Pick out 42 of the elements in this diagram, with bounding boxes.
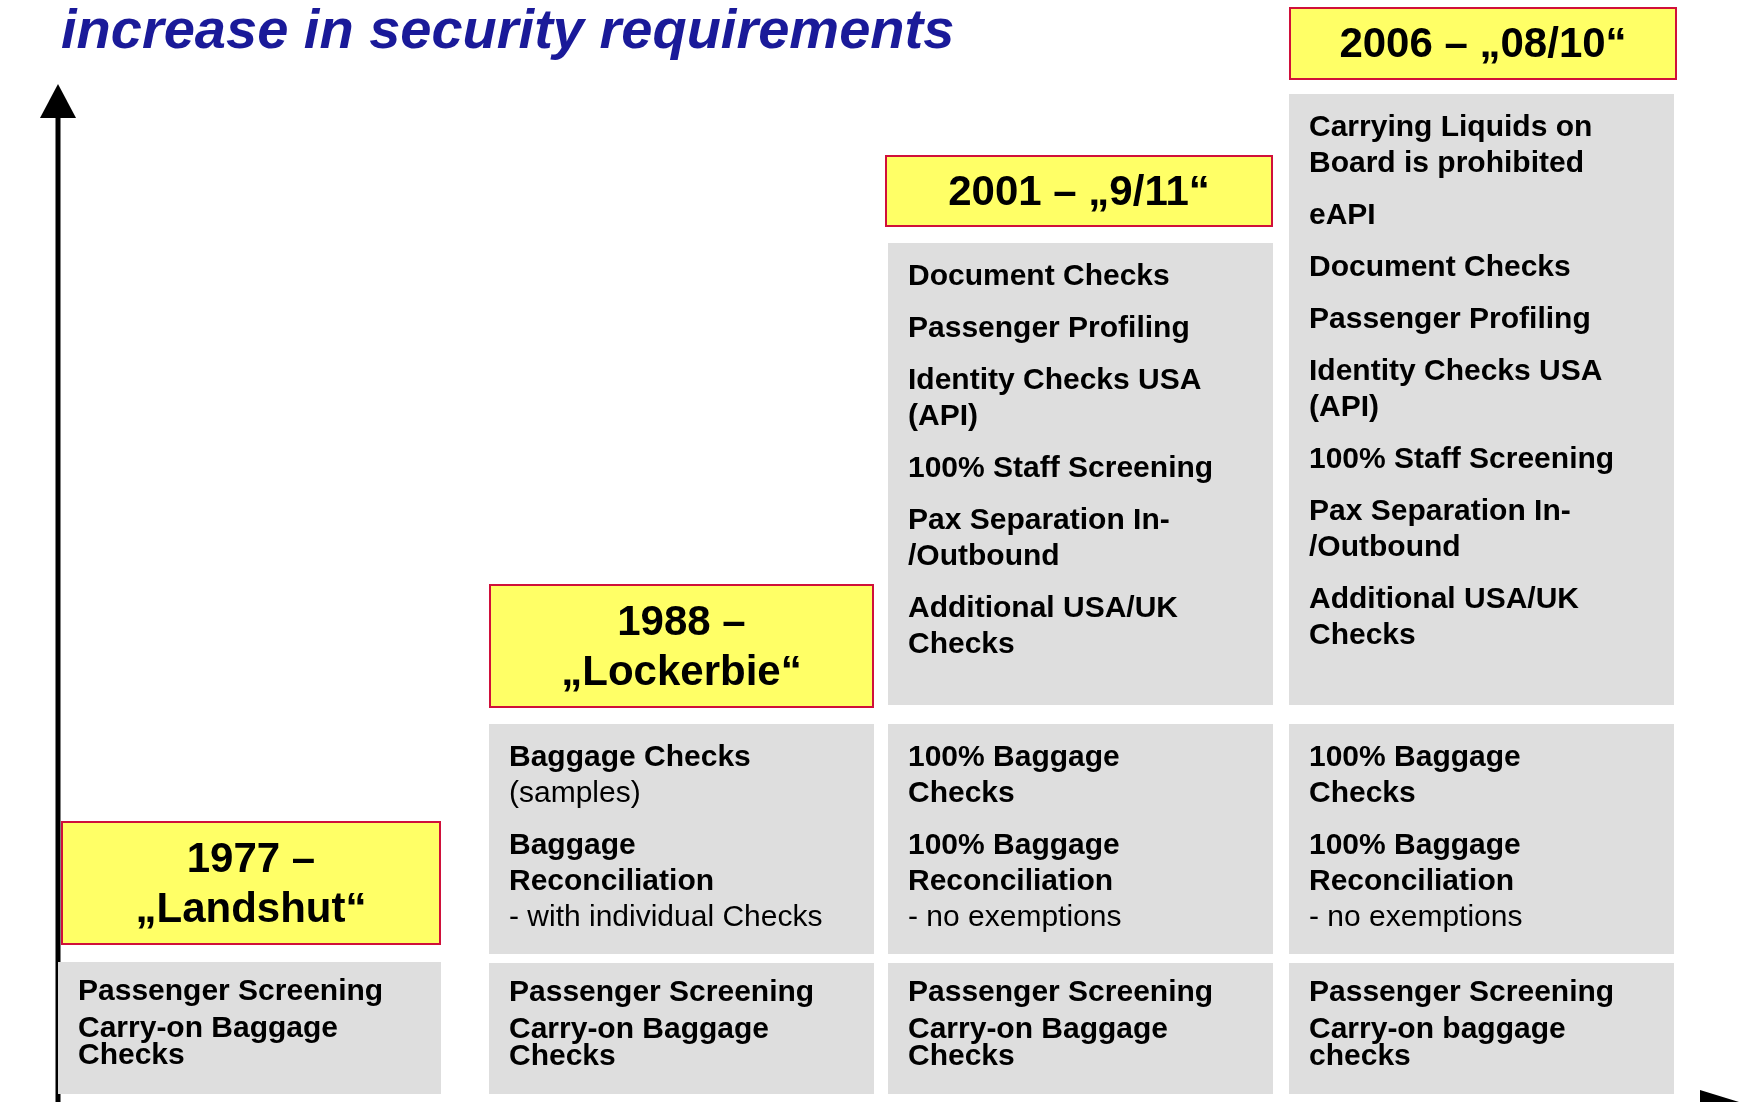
baggage-requirements-box [489, 724, 874, 954]
event-year-label: 2006 – „08/10“ [1339, 18, 1627, 69]
requirement-text: Passenger Profiling [908, 309, 1191, 345]
event-year-box [489, 584, 874, 708]
requirement-text: Carry-on baggage checks [1309, 1014, 1567, 1068]
requirement-text: Carrying Liquids on Board is prohibited [1309, 108, 1594, 180]
requirement-text: Carry-on Baggage Checks [509, 1014, 771, 1068]
requirement-text: 100% Baggage Checks [908, 738, 1121, 810]
requirement-text: Identity Checks USA (API) [1309, 352, 1603, 424]
screening-requirements-box [888, 963, 1273, 1094]
requirement-text: 100% Staff Screening [908, 449, 1215, 485]
event-year-label: 2001 – „9/11“ [948, 165, 1210, 216]
event-year-box [61, 821, 441, 945]
requirement-text: Baggage Checks (samples) [509, 738, 752, 810]
screening-requirements-box [489, 963, 874, 1094]
requirement-text: Pax Separation In- /Outbound [908, 501, 1171, 573]
requirement-text: Carry-on Baggage Checks [78, 1013, 340, 1067]
event-year-label: 1977 – „Landshut“ [134, 832, 368, 933]
requirement-text: Document Checks [1309, 248, 1572, 284]
event-year-box [1289, 7, 1677, 80]
screening-requirements-box [1289, 963, 1674, 1094]
requirement-text: Carry-on Baggage Checks [908, 1014, 1170, 1068]
event-year-box [885, 155, 1273, 227]
requirement-text: 100% Baggage Reconciliation - no exemptions [1309, 826, 1524, 934]
requirements-box [888, 243, 1273, 705]
requirement-text: Additional USA/UK Checks [908, 589, 1179, 661]
requirement-text: Baggage Reconciliation - with individual Checks [509, 826, 824, 934]
requirement-text: eAPI [1309, 196, 1377, 232]
requirement-text: Pax Separation In- /Outbound [1309, 492, 1572, 564]
event-year-label: 1988 – „Lockerbie“ [560, 595, 803, 696]
requirement-text: Document Checks [908, 257, 1171, 293]
requirements-box [1289, 94, 1674, 705]
title: increase in security requirements [61, 0, 955, 61]
baggage-requirements-box [1289, 724, 1674, 954]
requirement-text: Identity Checks USA (API) [908, 361, 1202, 433]
requirement-text: 100% Staff Screening [1309, 440, 1616, 476]
requirement-text: 100% Baggage Reconciliation - no exemptions [908, 826, 1123, 934]
baggage-requirements-box [888, 724, 1273, 954]
requirement-text: 100% Baggage Checks [1309, 738, 1522, 810]
screening-requirements-box [58, 962, 441, 1094]
requirement-text: Passenger Profiling [1309, 300, 1592, 336]
requirement-text: Additional USA/UK Checks [1309, 580, 1580, 652]
